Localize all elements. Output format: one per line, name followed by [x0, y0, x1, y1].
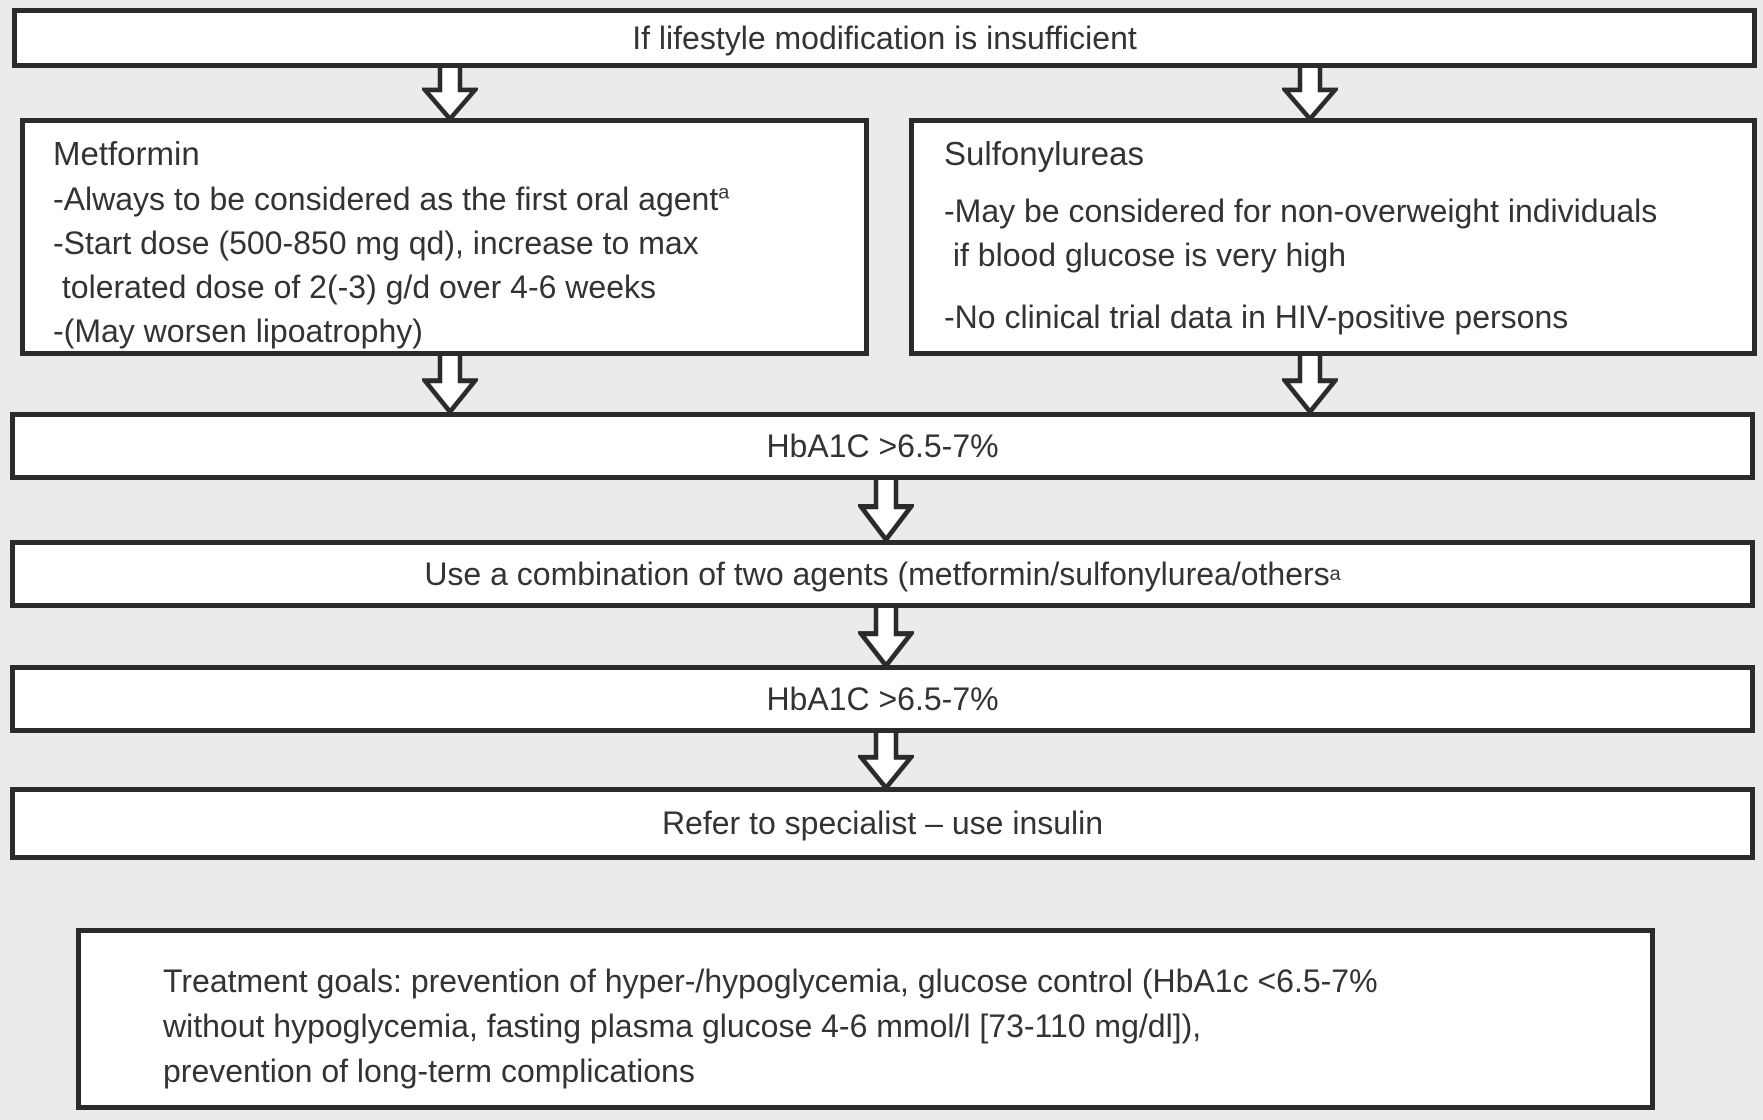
hba1c-second-text: HbA1C >6.5-7% — [766, 680, 999, 717]
metformin-bullet-lipoatrophy: -(May worsen lipoatrophy) — [53, 313, 423, 349]
treatment-goals-line1: Treatment goals: prevention of hyper-/hy… — [163, 963, 1378, 999]
sulfonylureas-bullet-no-trial-data: -No clinical trial data in HIV-positive … — [944, 299, 1569, 335]
down-arrow-icon — [858, 729, 914, 790]
metformin-box: Metformin -Always to be considered as th… — [20, 118, 869, 356]
combination-box: Use a combination of two agents (metform… — [10, 540, 1755, 608]
down-arrow-icon — [1282, 352, 1338, 414]
sulfonylureas-title: Sulfonylureas — [944, 135, 1144, 172]
down-arrow-icon — [422, 352, 478, 414]
lifestyle-insufficient-box: If lifestyle modification is insufficien… — [12, 8, 1757, 68]
down-arrow-icon — [858, 476, 914, 542]
metformin-bullet-start-dose-line1: -Start dose (500-850 mg qd), increase to… — [53, 225, 699, 261]
metformin-title: Metformin — [53, 135, 200, 172]
hba1c-first-box: HbA1C >6.5-7% — [10, 412, 1755, 480]
sulfonylureas-box: Sulfonylureas -May be considered for non… — [909, 118, 1757, 356]
hba1c-first-text: HbA1C >6.5-7% — [766, 427, 999, 464]
refer-specialist-box: Refer to specialist – use insulin — [10, 787, 1755, 860]
metformin-bullet-start-dose-line2: tolerated dose of 2(-3) g/d over 4-6 wee… — [53, 269, 656, 305]
down-arrow-icon — [1282, 63, 1338, 121]
treatment-goals-box: Treatment goals: prevention of hyper-/hy… — [76, 928, 1655, 1110]
lifestyle-insufficient-text: If lifestyle modification is insufficien… — [632, 19, 1137, 56]
treatment-goals-line3: prevention of long-term complications — [163, 1053, 695, 1089]
sulfonylureas-bullet-nonoverweight-line1: -May be considered for non-overweight in… — [944, 193, 1658, 229]
down-arrow-icon — [858, 604, 914, 668]
footnote-marker: a — [718, 181, 730, 204]
sulfonylureas-bullet-nonoverweight-line2: if blood glucose is very high — [944, 237, 1346, 273]
down-arrow-icon — [422, 63, 478, 121]
treatment-goals-line2: without hypoglycemia, fasting plasma glu… — [163, 1008, 1202, 1044]
metformin-bullet-first-oral-agent: -Always to be considered as the first or… — [53, 181, 730, 217]
combination-text: Use a combination of two agents (metform… — [424, 555, 1330, 592]
refer-specialist-text: Refer to specialist – use insulin — [661, 805, 1104, 841]
hba1c-second-box: HbA1C >6.5-7% — [10, 665, 1755, 733]
